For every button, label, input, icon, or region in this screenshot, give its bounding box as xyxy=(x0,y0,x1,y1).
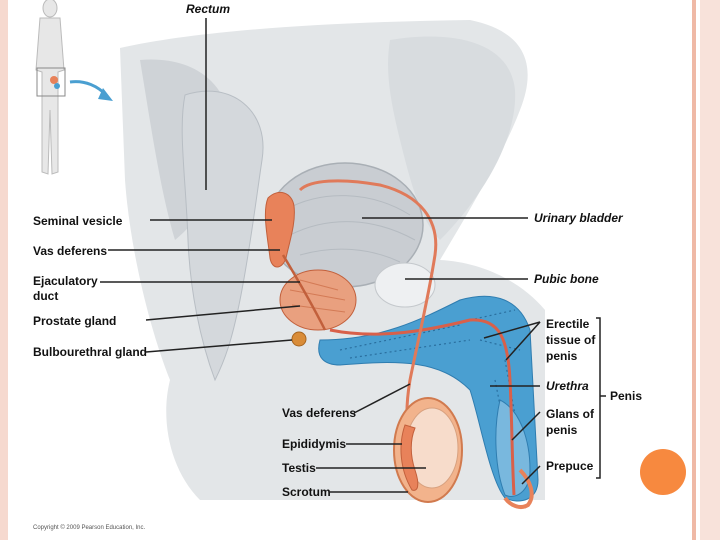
prepuce-shape xyxy=(503,468,534,509)
label-rectum: Rectum xyxy=(186,2,230,16)
label-vas-deferens-bottom: Vas deferens xyxy=(282,406,356,420)
prostate-gland-shape xyxy=(279,269,357,331)
decorative-orange-dot xyxy=(640,449,686,495)
label-ejaculatory-duct-line2: duct xyxy=(33,289,58,303)
label-erectile-tissue-line3: penis xyxy=(546,349,578,363)
right-border-stripe xyxy=(692,0,696,540)
vas-deferens-path xyxy=(298,179,438,456)
label-glans-line1: Glans of xyxy=(546,407,595,421)
label-scrotum: Scrotum xyxy=(282,485,331,499)
penis-bracket xyxy=(596,317,606,479)
label-ejaculatory-duct-line1: Ejaculatory xyxy=(33,274,98,288)
epididymis-shape xyxy=(400,424,419,491)
label-prostate-gland: Prostate gland xyxy=(33,314,116,328)
label-penis: Penis xyxy=(610,389,642,403)
label-epididymis: Epididymis xyxy=(282,437,346,451)
abdominal-tissue xyxy=(388,36,516,241)
human-body-silhouette-icon xyxy=(35,0,66,175)
label-pubic-bone: Pubic bone xyxy=(534,272,599,286)
label-glans-line2: penis xyxy=(546,423,578,437)
label-seminal-vesicle: Seminal vesicle xyxy=(33,214,123,228)
bladder-muscle-lines xyxy=(284,195,416,263)
label-urinary-bladder: Urinary bladder xyxy=(534,211,624,225)
rectum-shape xyxy=(181,90,264,382)
right-border-band xyxy=(700,0,720,540)
left-border xyxy=(0,0,8,540)
label-testis: Testis xyxy=(282,461,316,475)
ejaculatory-duct-path xyxy=(281,254,327,331)
label-vas-deferens-top: Vas deferens xyxy=(33,244,107,258)
label-erectile-tissue-line2: tissue of xyxy=(546,333,596,347)
pubic-bone-shape xyxy=(374,262,436,308)
leader-lines xyxy=(100,18,541,493)
erectile-tissue-stipple xyxy=(339,309,526,481)
arrow-icon-head xyxy=(98,88,113,101)
label-urethra: Urethra xyxy=(546,379,589,393)
bulbourethral-gland-shape xyxy=(291,331,307,347)
label-bulbourethral-gland: Bulbourethral gland xyxy=(33,345,147,359)
label-erectile-tissue-line1: Erectile xyxy=(546,317,590,331)
copyright-notice: Copyright © 2009 Pearson Education, Inc. xyxy=(33,524,145,531)
right-border-gap xyxy=(696,0,698,540)
prostate-texture xyxy=(289,279,346,313)
label-prepuce: Prepuce xyxy=(546,459,594,473)
